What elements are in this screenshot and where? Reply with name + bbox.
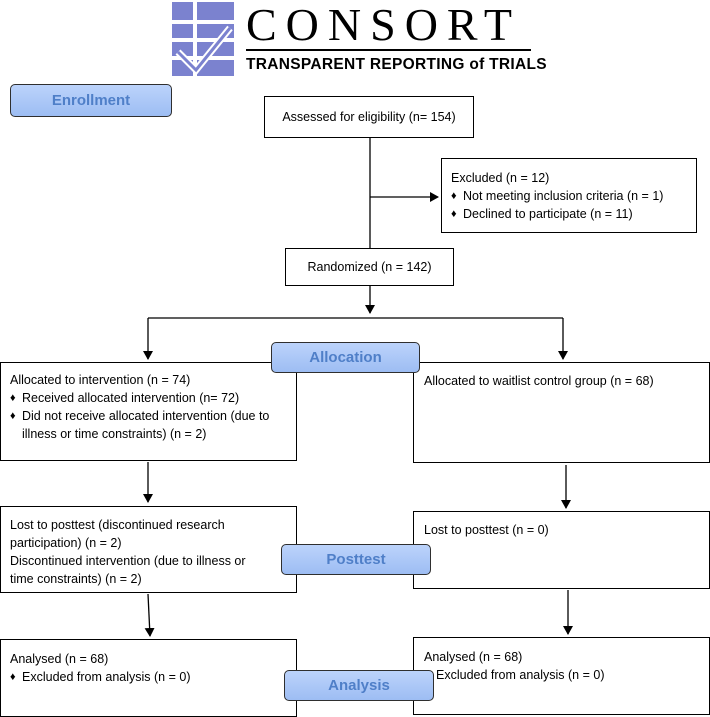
analysed-right-box: Analysed (n = 68) Excluded from analysis… [413,637,710,715]
excluded-item: ♦Not meeting inclusion criteria (n = 1) [451,189,664,203]
diamond-bullet-icon: ♦ [10,671,16,683]
analysed-right-item: Excluded from analysis (n = 0) [436,668,605,682]
logo-tagline: TRANSPARENT REPORTING of TRIALS [246,56,547,73]
excluded-item: ♦Declined to participate (n = 11) [451,207,633,221]
stage-analysis: Analysis [284,670,434,701]
lost-left-line: participation) (n = 2) [10,536,122,550]
arrow-to-analysed-left [144,593,155,637]
lost-left-box: Lost to posttest (discontinued research … [0,506,297,593]
diamond-bullet-icon: ♦ [10,410,16,422]
intervention-item: ♦Received allocated intervention (n= 72) [10,391,240,405]
diamond-bullet-icon: ♦ [10,392,16,404]
stage-enrollment: Enrollment [10,84,172,117]
analysed-left-title: Analysed (n = 68) [10,652,109,666]
control-title: Allocated to waitlist control group (n =… [424,374,654,388]
lost-left-line: Discontinued intervention (due to illnes… [10,554,246,568]
logo-divider [246,49,531,51]
lost-right-box: Lost to posttest (n = 0) [413,511,710,589]
excluded-box: Excluded (n = 12) ♦Not meeting inclusion… [441,158,697,233]
assessed-text: Assessed for eligibility (n= 154) [282,110,456,124]
consort-logo-mark [172,2,234,76]
excluded-title: Excluded (n = 12) [451,171,550,185]
lost-right-text: Lost to posttest (n = 0) [424,523,549,537]
intervention-box: Allocated to intervention (n = 74) ♦Rece… [0,362,297,461]
randomized-text: Randomized (n = 142) [307,260,432,274]
randomized-box: Randomized (n = 142) [285,248,454,286]
intervention-item: ♦Did not receive allocated intervention … [10,409,270,441]
consort-wordmark: CONSORT [246,0,521,50]
assessed-box: Assessed for eligibility (n= 154) [264,96,474,138]
analysed-right-title: Analysed (n = 68) [424,650,523,664]
analysed-left-box: Analysed (n = 68) ♦Excluded from analysi… [0,639,297,717]
analysed-left-item: ♦Excluded from analysis (n = 0) [10,670,191,684]
stage-allocation: Allocation [271,342,420,373]
diamond-bullet-icon: ♦ [451,208,457,220]
diamond-bullet-icon: ♦ [451,190,457,202]
control-box: Allocated to waitlist control group (n =… [413,362,710,463]
lost-left-line: time constraints) (n = 2) [10,572,142,586]
intervention-title: Allocated to intervention (n = 74) [10,373,191,387]
stage-posttest: Posttest [281,544,431,575]
lost-left-line: Lost to posttest (discontinued research [10,518,225,532]
